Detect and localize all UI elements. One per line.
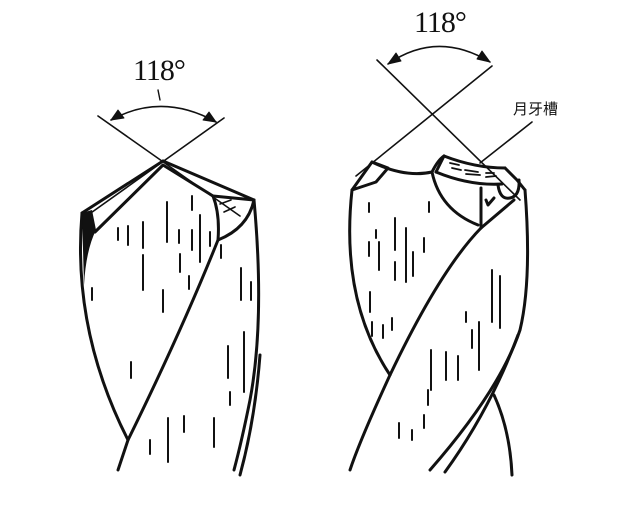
crescent-groove-marks — [449, 162, 497, 178]
right-angle-label: 118° — [414, 6, 467, 39]
crescent-groove-leader — [479, 121, 533, 164]
crescent-groove-label: 月牙槽 — [513, 100, 559, 118]
right-hatching — [368, 201, 501, 441]
left-drill — [79, 89, 262, 477]
left-hatching — [91, 195, 252, 463]
right-angle-arc-icon — [387, 45, 491, 65]
right-drill — [348, 45, 533, 477]
right-angle-lines — [355, 59, 521, 201]
left-angle-arc-icon — [110, 89, 217, 123]
left-angle-label: 118° — [133, 54, 186, 87]
